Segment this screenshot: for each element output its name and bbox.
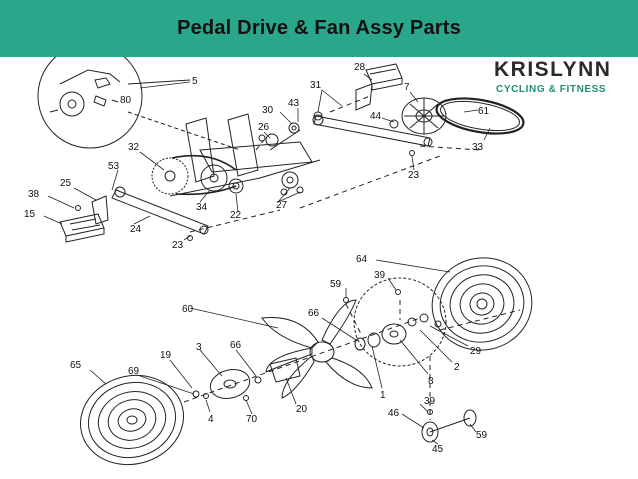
callout-46: 46 — [388, 408, 400, 419]
callout-31: 31 — [310, 80, 322, 91]
fan-guard-front — [79, 374, 185, 466]
leader-lines-top — [43, 73, 491, 241]
frame-assembly — [169, 113, 321, 197]
brand-logo: KRISLYNN CYCLING & FITNESS — [494, 58, 634, 100]
callout-27: 27 — [276, 200, 288, 211]
fan-reference-lines — [183, 300, 521, 420]
callout-26: 26 — [258, 122, 270, 133]
callout-15: 15 — [24, 209, 36, 220]
callout-69: 69 — [128, 366, 140, 377]
pedal-spindle — [91, 195, 109, 225]
drive-pulley — [401, 97, 447, 135]
drive-belt — [435, 97, 525, 135]
callout-5: 5 — [192, 76, 198, 87]
callout-80: 80 — [120, 95, 132, 106]
callout-39-bottom: 39 — [424, 396, 436, 407]
callout-23-upper: 23 — [408, 170, 420, 181]
callout-24: 24 — [130, 224, 142, 235]
callout-45: 45 — [432, 444, 444, 455]
large-sprocket — [151, 157, 189, 195]
callout-59-bottom: 59 — [476, 430, 488, 441]
pedal-left — [59, 213, 105, 243]
callout-28: 28 — [354, 62, 366, 73]
callout-59-top: 59 — [330, 279, 342, 290]
fan-hub-spider — [269, 357, 301, 383]
fan-guard-rear — [431, 257, 533, 351]
callout-39-top: 39 — [374, 270, 386, 281]
callout-65: 65 — [70, 360, 82, 371]
callout-60: 60 — [182, 304, 194, 315]
callout-61: 61 — [478, 106, 490, 117]
callout-53: 53 — [108, 161, 120, 172]
callout-34: 34 — [196, 202, 208, 213]
assembly-reference-lines — [189, 95, 481, 233]
callout-20: 20 — [296, 404, 308, 415]
callout-7: 7 — [404, 82, 410, 93]
fan-blades — [261, 299, 373, 399]
brand-name: KRISLYNN — [494, 58, 612, 81]
callout-38: 38 — [28, 189, 40, 200]
callout-22: 22 — [230, 210, 242, 221]
callout-4: 4 — [208, 414, 214, 425]
chain — [171, 154, 237, 171]
page-title: Pedal Drive & Fan Assy Parts — [177, 17, 461, 39]
callout-23-lower: 23 — [172, 240, 184, 251]
fan-plate-outline — [353, 277, 447, 367]
callout-30: 30 — [262, 105, 274, 116]
exploded-parts-diagram: 5 80 28 31 7 61 33 30 43 44 26 32 53 25 … — [24, 57, 533, 466]
small-sprocket — [200, 164, 228, 192]
callout-66-bottom: 66 — [230, 340, 242, 351]
bearing-plate — [209, 369, 251, 399]
callout-19: 19 — [160, 350, 172, 361]
crank-arm-right — [312, 114, 433, 147]
callout-32: 32 — [128, 142, 140, 153]
brand-tagline: CYCLING & FITNESS — [496, 84, 607, 95]
callout-29: 29 — [470, 346, 482, 357]
axle-assembly — [421, 409, 477, 443]
callout-33: 33 — [472, 142, 484, 153]
callout-25: 25 — [60, 178, 72, 189]
hub-pulley — [381, 323, 407, 345]
callout-8: 8 — [428, 376, 434, 387]
callout-3: 3 — [196, 342, 202, 353]
leader-lines-bottom — [89, 259, 477, 445]
callout-44: 44 — [370, 111, 382, 122]
pedal-spindle-right — [355, 83, 373, 111]
callout-70: 70 — [246, 414, 258, 425]
detail-circle-callout — [37, 57, 241, 151]
callout-43: 43 — [288, 98, 300, 109]
callout-labels: 5 80 28 31 7 61 33 30 43 44 26 32 53 25 … — [24, 62, 490, 455]
callout-1: 1 — [380, 390, 386, 401]
title-bar: Pedal Drive & Fan Assy Parts — [0, 0, 638, 57]
callout-2: 2 — [454, 362, 460, 373]
callout-64: 64 — [356, 254, 368, 265]
callout-66-top: 66 — [308, 308, 320, 319]
